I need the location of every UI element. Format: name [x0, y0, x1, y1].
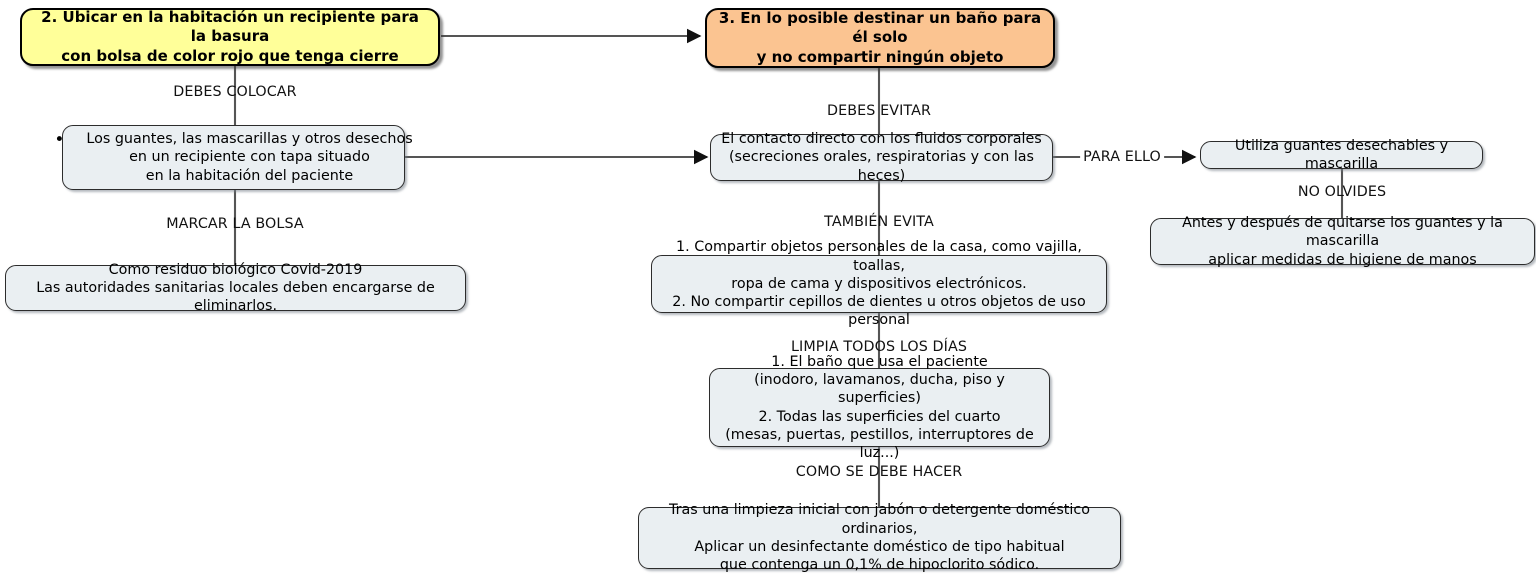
- node-step-2-trash-container[interactable]: 2. Ubicar en la habitación un recipiente…: [20, 8, 440, 66]
- node-step-3-own-bathroom[interactable]: 3. En lo posible destinar un baño para é…: [705, 8, 1055, 68]
- node-gloves-masks-waste[interactable]: • Los guantes, las mascarillas y otros d…: [54, 125, 413, 190]
- node-clean-bathroom-surfaces[interactable]: 1. El baño que usa el paciente (inodoro,…: [709, 354, 1050, 461]
- node-direct-contact-fluids[interactable]: El contacto directo con los fluidos corp…: [710, 131, 1053, 184]
- node-biological-waste-label: Como residuo biológico Covid-2019 Las au…: [36, 261, 435, 315]
- node-gloves-label: Los guantes, las mascarillas y otros des…: [86, 130, 413, 184]
- node-disinfectant-label: Tras una limpieza inicial con jabón o de…: [669, 502, 1090, 574]
- edge-label-no-olvides: NO OLVIDES: [1297, 184, 1387, 200]
- node-use-disposable-gloves[interactable]: Utiliza guantes desechables y mascarilla: [1200, 138, 1483, 172]
- node-avoid-sharing-objects[interactable]: 1. Compartir objetos personales de la ca…: [651, 239, 1107, 328]
- edge-label-para-ello: PARA ELLO: [1080, 149, 1164, 165]
- node-use-gloves-label: Utiliza guantes desechables y mascarilla: [1234, 137, 1449, 172]
- edge-label-limpia-todos-los-dias: LIMPIA TODOS LOS DÍAS: [790, 339, 968, 355]
- bullet-icon: •: [54, 129, 65, 150]
- node-gloves-inner: • Los guantes, las mascarillas y otros d…: [54, 130, 412, 186]
- edge-label-marcar-la-bolsa: MARCAR LA BOLSA: [166, 216, 304, 232]
- node-direct-contact-label: El contacto directo con los fluidos corp…: [721, 131, 1042, 184]
- node-avoid-sharing-label: 1. Compartir objetos personales de la ca…: [672, 239, 1086, 329]
- node-step-3-label: 3. En lo posible destinar un baño para é…: [718, 9, 1042, 66]
- node-biological-waste[interactable]: Como residuo biológico Covid-2019 Las au…: [5, 262, 466, 314]
- node-hand-hygiene[interactable]: Antes y después de quitarse los guantes …: [1150, 215, 1535, 268]
- node-clean-bathroom-label: 1. El baño que usa el paciente (inodoro,…: [725, 353, 1034, 462]
- edge-label-debes-colocar: DEBES COLOCAR: [173, 84, 297, 100]
- edge-label-como-se-debe-hacer: COMO SE DEBE HACER: [795, 464, 963, 480]
- node-disinfectant-instructions[interactable]: Tras una limpieza inicial con jabón o de…: [638, 502, 1121, 573]
- node-step-2-label: 2. Ubicar en la habitación un recipiente…: [41, 8, 419, 65]
- edge-label-debes-evitar: DEBES EVITAR: [826, 103, 932, 119]
- node-hand-hygiene-label: Antes y después de quitarse los guantes …: [1182, 215, 1503, 268]
- edge-label-tambien-evita: TAMBIÉN EVITA: [824, 214, 934, 230]
